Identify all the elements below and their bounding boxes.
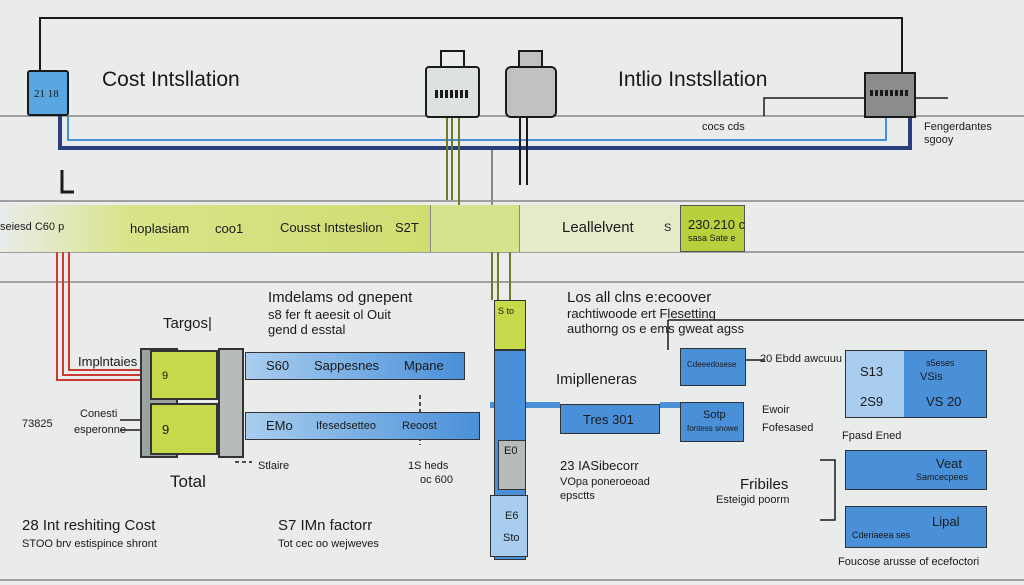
center-yellow-box: S to (494, 300, 526, 350)
esteigid-label: Esteigid poorm (716, 494, 790, 506)
targos-label: Targos| (163, 315, 212, 332)
sotp-sub: fontess snowe (687, 424, 739, 433)
fribiles-label: Fribiles (740, 476, 789, 493)
n28s-label: 2S9 (860, 394, 884, 409)
sotp-label: Sotp (703, 409, 726, 421)
veat-label: Veat (936, 456, 963, 471)
int-cost-sub: STOO brv estispince shront (22, 538, 157, 550)
row1-c: Mpane (404, 358, 444, 373)
device-right-icon (864, 72, 916, 118)
fofesased-label: Fofesased (762, 422, 814, 434)
veat-sub: Samcecpees (916, 472, 969, 482)
center-bottom-box: E6 Sto (490, 495, 528, 557)
mn-factor-sub: Tot cec oo wejweves (278, 538, 379, 550)
band-price: 230.210 c (688, 217, 746, 232)
esperonne-label: esperonne (74, 424, 126, 436)
row1-b: Sappesnes (314, 358, 380, 373)
cdee-label: Cdeeedosese (687, 360, 737, 369)
module-bottom-num: 9 (162, 422, 170, 437)
center-connector: E0 (498, 440, 526, 490)
int-cost-heading: 28 Int reshiting Cost (22, 517, 156, 534)
row2-a: EMo (266, 418, 293, 433)
los-sub1: rachtiwoode ert Flesetting (567, 306, 716, 321)
band-center (430, 205, 520, 252)
row2-bar: EMo Ifesedsetteo Reoost (245, 412, 480, 440)
foucose-label: Foucose arusse of ecefoctori (838, 556, 980, 568)
title-left: Cost Intsllation (102, 68, 240, 91)
band-cost: Cousst Intsteslion (280, 220, 383, 235)
row1-a: S60 (266, 358, 290, 373)
center-bottom-label: E6 (505, 510, 519, 522)
band-left-label: seiesd C60 p (0, 221, 65, 233)
module-top: 9 (150, 350, 218, 400)
isabecorr-label: 23 IASibecorr (560, 458, 639, 473)
row1-bar: S60 Sappesnes Mpane (245, 352, 465, 380)
center-eb: E0 (504, 445, 518, 457)
los-sub2: authorng os e ems gweat agss (567, 321, 745, 336)
vsis-label: VSis (920, 371, 943, 383)
ewoir-label: Ewoir (762, 404, 790, 416)
stlaire-label: Stlaire (258, 460, 290, 472)
module-bottom: 9 (150, 403, 218, 455)
lipal-sub: Cderiaeea ses (852, 530, 911, 540)
band-leallelvent: Leallelvent (562, 219, 634, 236)
imdelams-heading: Imdelams od gnepent (268, 289, 413, 306)
fengerdantes-label: Fengerdantes (924, 121, 992, 133)
implntaies-label: Implntaies (78, 354, 138, 369)
title-right: Intlio Instsllation (618, 68, 768, 91)
total-label: Total (170, 472, 206, 491)
band-hoplasiam: hoplasiam (130, 221, 190, 236)
stack-bracket-right (218, 348, 244, 458)
band-price-box (680, 205, 745, 252)
s5es-label: s5eses (926, 358, 955, 368)
vs20-label: VS 20 (926, 394, 962, 409)
plug-top-icon (440, 50, 465, 68)
band-right (520, 205, 680, 252)
vopa-label: VOpa poneroeoad (560, 476, 650, 488)
tres-box: Tres 301 (560, 404, 660, 434)
implleneras-label: Imiplleneras (556, 371, 637, 388)
los-heading: Los all clns e:ecoover (567, 289, 712, 306)
conesti-label: Conesti (80, 408, 118, 420)
band-price-sub: sasa Sate e (688, 233, 736, 243)
device-left-label: 21 18 (34, 88, 59, 100)
adapter-top-icon (518, 50, 543, 68)
lipal-box: Lipal Cderiaeea ses (845, 506, 987, 548)
band-527: S2T (395, 220, 419, 235)
mn-factor-heading: S7 IMn factorr (278, 517, 373, 534)
fpasd-label: Fpasd Ened (842, 430, 902, 442)
sgooy-label: sgooy (924, 134, 954, 146)
sotp-box: Sotp fontess snowe (680, 402, 744, 442)
pbd-label: 20 Ebdd awcuuu (760, 353, 842, 365)
adapter-icon (505, 66, 557, 118)
n13-label: S13 (860, 364, 884, 379)
center-bottom-label2: Sto (503, 532, 520, 544)
lipal-label: Lipal (932, 514, 960, 529)
costs-cds-label: cocs cds (702, 121, 745, 133)
imdelams-sub1: s8 fer ft aeesit ol Ouit (268, 307, 391, 322)
band-left (0, 205, 430, 252)
row2-b: Ifesedsetteo (316, 420, 376, 432)
row2-c: Reoost (402, 420, 437, 432)
veat-box: Veat Samcecpees (845, 450, 987, 490)
epsctts-label: epsctts (560, 490, 595, 502)
center-box-label: S to (498, 306, 515, 316)
band-s-mark: S (664, 222, 672, 234)
right-box-top: S13 2S9 s5eses VSis VS 20 (845, 350, 987, 418)
device-left-box: 21 18 (27, 70, 69, 116)
sheds-label: 1S heds (408, 460, 449, 472)
tres-label: Tres 301 (583, 412, 634, 427)
band-coo: coo1 (215, 221, 244, 236)
plug-icon (425, 66, 480, 118)
cdee-box: Cdeeedosese (680, 348, 746, 386)
oc600-label: oc 600 (420, 474, 454, 486)
n7382-label: 73825 (22, 418, 53, 430)
imdelams-sub2: gend d esstal (268, 322, 346, 337)
module-top-num: 9 (162, 370, 169, 382)
